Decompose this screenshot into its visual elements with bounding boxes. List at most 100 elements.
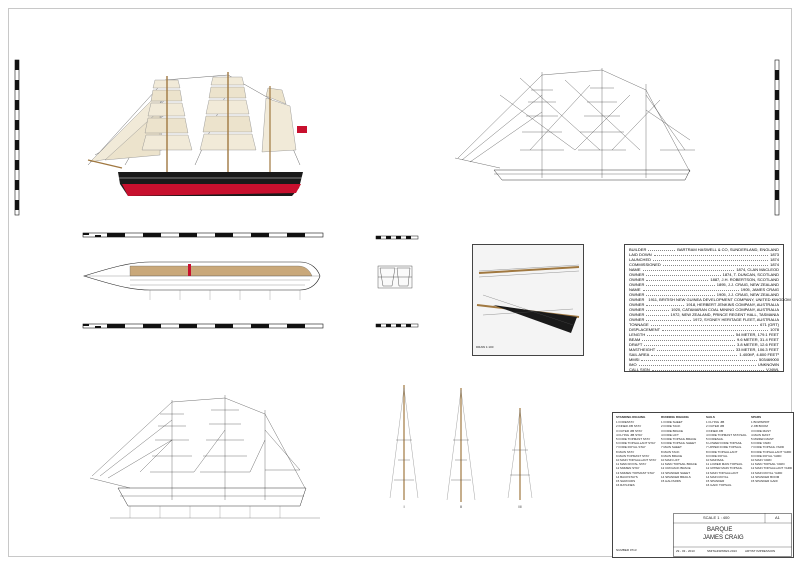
horizontal-scale-bottom (82, 323, 324, 329)
sheet-border (8, 8, 792, 557)
spec-row: LENGTH 54 METER, 179.1 FEET (629, 332, 779, 338)
spec-value: 1905, J.J. CRAIG, NEW ZEALAND (716, 292, 779, 297)
photo-caption: DRAW 1:100 (476, 345, 494, 349)
legend-item: 10 MAINSAIL (706, 458, 725, 463)
legend-item: 8 FORE TOPGALLANT YARD (751, 449, 792, 454)
spec-key: IMO (629, 362, 637, 367)
legend-item: 4 FORE LIFT (661, 432, 679, 437)
legend-item: 5 FORE TOPSAIL BRACE (661, 437, 697, 442)
legend-item: 8 FORE TOPGALLANT (706, 449, 738, 454)
title-block-frame (673, 513, 792, 557)
spec-leader (647, 332, 734, 336)
legend-item: 7 UPPER FORE TOPSAIL (706, 445, 742, 450)
drawing-number: NUMBER 0713 (616, 548, 637, 552)
spec-key: LENGTH (629, 332, 646, 337)
spec-value: 1.400M², 4.800 FEET² (739, 352, 779, 357)
spec-key: OWNER (629, 307, 645, 312)
spec-value: 1874 (770, 262, 779, 267)
spec-value: VJ4WL (766, 367, 779, 372)
legend-item: 3 FORE BRACE (661, 428, 684, 433)
legend-item: 16 RATLINES (616, 483, 635, 488)
legend-item: 4 FORE TOPMAST STAYSAIL (706, 432, 747, 437)
spec-leader (662, 327, 769, 331)
mast-label-2: II (460, 504, 462, 509)
spec-key: COMMISSIONED (629, 262, 661, 267)
legend-item: 8 MAIN STAY (616, 449, 635, 454)
spec-row: IMO UNKNOWN (629, 362, 779, 368)
mast-detail-3 (507, 408, 533, 500)
legend-item: 2 FORE TACK (661, 424, 681, 429)
spec-key: MMSI (629, 357, 640, 362)
spec-leader (653, 257, 769, 261)
legend-item: 10 MAIN LIFT (661, 458, 680, 463)
mast-label-1: I (403, 504, 404, 509)
spec-key: MASTHEIGHT (629, 347, 656, 352)
spec-value: 1873 (770, 252, 779, 257)
legend-item: 15 HALYARDS (661, 479, 681, 484)
legend-item: 11 MAIN ROYAL STAY (616, 462, 647, 467)
photo-inset-drawing (473, 245, 583, 355)
mast-label-3: III (518, 504, 521, 509)
spec-value: 54 METER, 179.1 FEET (735, 332, 779, 337)
spec-leader (644, 342, 735, 346)
legend-item: 14 BACKSTAYS (616, 474, 638, 479)
legend-item: 15 SPANKER (706, 479, 725, 484)
spec-leader (646, 312, 669, 316)
legend-heading: STANDING RIGGING (616, 415, 646, 419)
drawing-author: ARTIST IMPRESSION (745, 549, 776, 553)
legend-item: 12 MAIN TOPGALLANT YARD (751, 466, 793, 471)
vessel-name: JAMES CRAIG (703, 535, 744, 541)
legend-heading: SPARS (751, 415, 762, 419)
mast-detail-2 (446, 388, 476, 502)
spec-leader (648, 247, 676, 251)
spec-key: LAUNCHED (629, 257, 652, 262)
spec-value: 1874 (770, 257, 779, 262)
vertical-scale-left (14, 59, 20, 216)
spec-value: UNKNOWN (757, 362, 779, 367)
legend-item: 15 SPANKER GAFF (751, 479, 779, 484)
legend-item: 2 OUTER JIB (706, 424, 725, 429)
legend-item: 11 MAIN TOPSAIL BRACE (661, 462, 697, 467)
spec-key: OWNER (629, 282, 645, 287)
vessel-type: BARQUE (707, 527, 733, 533)
spec-leader (642, 337, 735, 341)
small-scale-bar-top (375, 235, 419, 240)
spec-value: BARTRAM HASWELL & CO, SUNDERLAND, ENGLAN… (677, 247, 779, 252)
legend-item: 7 MAIN SHEET (661, 445, 682, 450)
ship-rigging-line-drawing (454, 68, 695, 181)
legend-item: 13 SPANKER SHEET (661, 470, 691, 475)
ensign-flag (297, 126, 307, 133)
scale-text: SCALE 1 : 400 (703, 515, 730, 520)
spec-key: BUILDER (629, 247, 647, 252)
spec-value: 1874, T. DUNCAN, SCOTLAND (722, 272, 779, 277)
sheet-size: A1 (775, 515, 780, 520)
specifications-panel: BUILDER BARTRAM HASWELL & CO, SUNDERLAND,… (624, 244, 791, 372)
legend-item: 14 MAIN ROYAL (706, 474, 729, 479)
small-scale-bar-bottom (375, 323, 419, 328)
spec-row: LAUNCHED 1874 (629, 257, 779, 263)
spec-leader (646, 277, 709, 281)
spec-row: COMMISSIONED 1874 (629, 262, 779, 268)
spec-key: TONNAGE (629, 322, 649, 327)
legend-item: 1 FLYING JIB (706, 420, 725, 425)
legend-item: 12 UPPER MAIN TOPSAIL (706, 466, 743, 471)
spec-key: CALL SIGN (629, 367, 650, 372)
spec-leader (651, 367, 765, 371)
legend-item: 10 MAIN TOPGALLANT STAY (616, 458, 657, 463)
spec-leader (638, 362, 756, 366)
